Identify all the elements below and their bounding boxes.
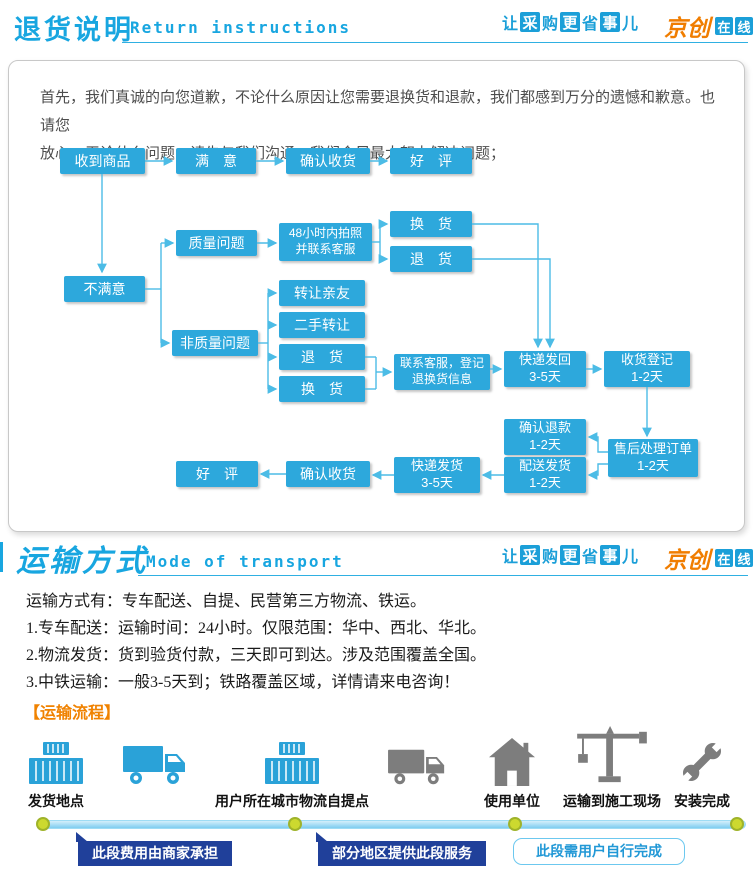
slogan-char: 让 [502, 16, 519, 33]
flow-node-aftersale-order: 售后处理订单 1-2天 [608, 439, 698, 477]
station-user-unit: 使用单位 [472, 722, 552, 811]
station-construction-site: 运输到施工现场 [562, 722, 662, 811]
flow-node-receipt-register: 收货登记 1-2天 [604, 351, 690, 387]
slogan-char: 儿 [622, 549, 639, 566]
return-intro-line2: 放心，无论什么问题，请先与我们沟通，我们会尽最大努力解决问题； [40, 145, 506, 162]
timeline-bar [38, 820, 746, 829]
slogan-char: 购 [542, 16, 559, 33]
transport-line: 1.专车配送：运输时间：24小时。仅限范围：华中、西北、华北。 [26, 620, 487, 637]
flow-node-confirm-receipt-bottom: 确认收货 [286, 461, 370, 487]
crane-icon [574, 722, 650, 786]
brand-logo-box: 在 [715, 549, 733, 567]
container-icon [265, 722, 319, 786]
truck-icon [123, 722, 187, 786]
slogan-char: 让 [502, 549, 519, 566]
slogan-char-boxed: 更 [560, 12, 581, 32]
station-label: 安装完成 [674, 793, 730, 809]
station-label: 发货地点 [28, 793, 84, 809]
station-origin: 发货地点 [16, 722, 96, 811]
slogan: 让 采 购 更 省 事 儿 [502, 544, 638, 566]
slogan: 让 采 购 更 省 事 儿 [502, 11, 638, 33]
timeline-dot [508, 817, 522, 831]
timeline-label-merchant: 此段费用由商家承担 [76, 832, 232, 866]
flow-node-unsatisfied: 不满意 [64, 276, 145, 302]
flow-node-second-hand: 二手转让 [279, 312, 365, 338]
container-icon [29, 722, 83, 786]
brand-logo: 京创 在 线 [664, 541, 753, 575]
slogan-char-boxed: 事 [600, 12, 621, 32]
brand-logo-text: 京创 [664, 16, 710, 41]
slogan-char: 购 [542, 549, 559, 566]
transport-section-subtitle: Mode of transport [146, 552, 344, 571]
flow-node-confirm-refund: 确认退款 1-2天 [504, 419, 586, 455]
transport-line: 3.中铁运输：一般3-5天到；铁路覆盖区域，详情请来电咨询！ [26, 674, 460, 691]
transport-line: 运输方式有：专车配送、自提、民营第三方物流、铁运。 [26, 593, 427, 610]
slogan-char-boxed: 更 [560, 545, 581, 565]
brand-logo-text: 京创 [664, 548, 710, 573]
flow-node-express-send: 快递发货 3-5天 [394, 457, 480, 493]
slogan-char: 儿 [622, 16, 639, 33]
flow-node-non-quality: 非质量问题 [172, 330, 258, 356]
flow-node-dispatch: 配送发货 1-2天 [504, 457, 586, 493]
house-icon [489, 722, 535, 786]
slogan-char: 省 [582, 549, 599, 566]
transport-line: 2.物流发货：货到验货付款，三天即可到达。涉及范围覆盖全国。 [26, 647, 487, 664]
flow-node-satisfied: 满 意 [176, 148, 256, 174]
return-section-subtitle: Return instructions [130, 18, 352, 37]
header-underline [138, 575, 748, 576]
flow-node-praise-top: 好 评 [390, 148, 472, 174]
station-truck-2 [382, 722, 452, 786]
header-left-accent [0, 542, 3, 572]
flow-node-praise-bottom: 好 评 [176, 461, 258, 487]
flow-node-quality-issue: 质量问题 [176, 230, 257, 256]
brand-logo-box: 线 [735, 17, 753, 35]
flow-node-return-nonquality: 退 货 [279, 344, 365, 370]
station-label: 使用单位 [484, 793, 540, 809]
station-label: 运输到施工现场 [563, 793, 661, 809]
return-section-title: 退货说明 [14, 15, 134, 45]
brand-logo-box: 在 [715, 17, 733, 35]
flow-node-confirm-receipt-top: 确认收货 [286, 148, 370, 174]
slogan-char-boxed: 采 [520, 545, 541, 565]
header-underline [122, 42, 748, 43]
station-pickup-point: 用户所在城市物流自提点 [212, 722, 372, 811]
transport-section-title: 运输方式 [16, 545, 148, 578]
flow-node-return-quality: 退 货 [390, 246, 472, 272]
return-intro: 首先，我们真诚的向您道歉，不论什么原因让您需要退换货和退款，我们都感到万分的遗憾… [40, 84, 718, 168]
slogan-char-boxed: 事 [600, 545, 621, 565]
slogan-char-boxed: 采 [520, 12, 541, 32]
wrench-icon [678, 722, 726, 786]
flow-node-express-back: 快递发回 3-5天 [504, 351, 586, 387]
timeline-label-user-self: 此段需用户自行完成 [513, 838, 685, 865]
flow-node-received: 收到商品 [60, 148, 145, 174]
station-install-done: 安装完成 [660, 722, 744, 811]
brand-logo: 京创 在 线 [664, 9, 753, 43]
station-truck-1 [118, 722, 192, 786]
station-label: 用户所在城市物流自提点 [215, 793, 369, 809]
flow-node-exchange-nonquality: 换 货 [279, 376, 365, 402]
flow-node-transfer-friend: 转让亲友 [279, 280, 365, 306]
transport-process-title: 【运输流程】 [24, 705, 121, 722]
transport-text: 运输方式有：专车配送、自提、民营第三方物流、铁运。 1.专车配送：运输时间：24… [26, 588, 486, 696]
timeline-dot [288, 817, 302, 831]
timeline-label-partial-service: 部分地区提供此段服务 [316, 832, 486, 866]
timeline-dot [730, 817, 744, 831]
flow-node-photo-48h: 48小时内拍照 并联系客服 [279, 223, 372, 261]
flow-node-contact-service: 联系客服，登记 退换货信息 [394, 354, 490, 390]
truck-icon [388, 722, 446, 786]
slogan-char: 省 [582, 16, 599, 33]
brand-logo-box: 线 [735, 549, 753, 567]
flow-node-exchange-quality: 换 货 [390, 211, 472, 237]
timeline-dot [36, 817, 50, 831]
return-intro-line1: 首先，我们真诚的向您道歉，不论什么原因让您需要退换货和退款，我们都感到万分的遗憾… [40, 89, 716, 134]
